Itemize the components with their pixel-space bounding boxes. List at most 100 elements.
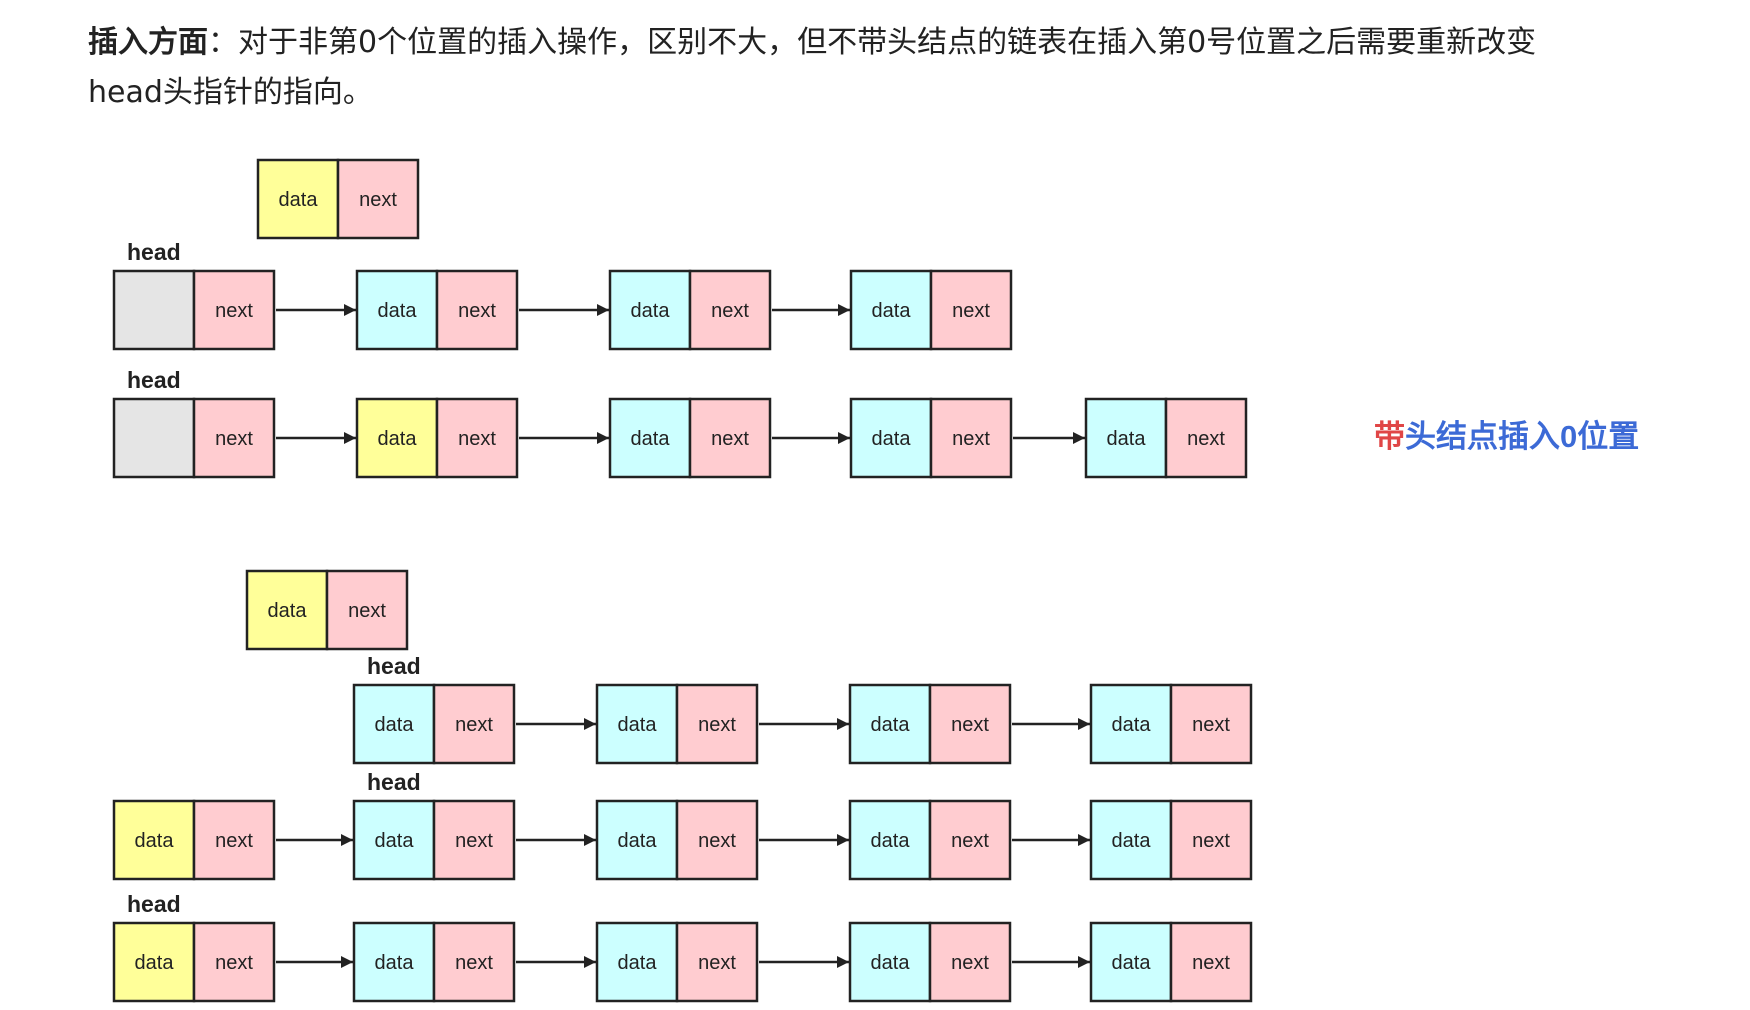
new-node-top: data next — [256, 158, 420, 240]
row-2-node-3: data next — [608, 397, 772, 479]
intro-paragraph: 插入方面：对于非第0个位置的插入操作，区别不大，但不带头结点的链表在插入第0号位… — [88, 18, 1688, 118]
next-cell — [675, 683, 759, 765]
data-label: data — [618, 952, 658, 974]
next-cell — [688, 269, 772, 351]
next-label: next — [1192, 830, 1230, 852]
next-cell — [336, 158, 420, 240]
data-cell — [352, 683, 436, 765]
next-cell — [929, 269, 1013, 351]
data-label: data — [1112, 714, 1152, 736]
data-cell — [595, 683, 679, 765]
next-cell — [928, 921, 1012, 1003]
data-label: data — [872, 300, 912, 322]
next-label: next — [952, 428, 990, 450]
data-label: data — [618, 830, 658, 852]
data-label: data — [872, 428, 912, 450]
paragraph-line-1: ：对于非第0个位置的插入操作，区别不大，但不带头结点的链表在插入第0号位置之后需… — [208, 25, 1537, 60]
next-label: next — [359, 189, 397, 211]
next-label: next — [1192, 952, 1230, 974]
data-label: data — [375, 952, 415, 974]
data-label: data — [375, 830, 415, 852]
next-label: next — [711, 428, 749, 450]
row-1-node-3: data next — [608, 269, 772, 351]
paragraph-bold-lead: 插入方面 — [88, 25, 208, 60]
next-cell — [1169, 799, 1253, 881]
data-cell — [608, 397, 692, 479]
data-cell — [112, 921, 196, 1003]
row-1-node-4: data next — [849, 269, 1013, 351]
head-label-row-1: head — [127, 239, 181, 265]
next-label: next — [1187, 428, 1225, 450]
next-cell — [192, 921, 276, 1003]
next-label: next — [458, 300, 496, 322]
row-1-node-2: data next — [355, 269, 519, 351]
data-label: data — [1107, 428, 1147, 450]
next-cell — [1169, 921, 1253, 1003]
row-2-node-1: next — [112, 397, 276, 479]
data-label: data — [375, 714, 415, 736]
next-cell — [1164, 397, 1248, 479]
data-cell — [848, 921, 932, 1003]
data-label: data — [378, 300, 418, 322]
next-cell — [675, 799, 759, 881]
next-label: next — [215, 428, 253, 450]
next-label: next — [698, 830, 736, 852]
row-5-node-3: data next — [595, 921, 759, 1003]
data-cell — [1089, 921, 1173, 1003]
data-label: data — [135, 830, 175, 852]
data-cell — [595, 799, 679, 881]
data-cell — [1084, 397, 1168, 479]
data-label: data — [268, 600, 308, 622]
next-label: next — [455, 714, 493, 736]
data-label: data — [1112, 952, 1152, 974]
next-cell — [928, 683, 1012, 765]
row-5-node-1: data next — [112, 921, 276, 1003]
data-label: data — [871, 830, 911, 852]
head-label-row-5: head — [127, 891, 181, 917]
next-label: next — [348, 600, 386, 622]
next-label: next — [951, 952, 989, 974]
row-5-node-5: data next — [1089, 921, 1253, 1003]
data-label: data — [135, 952, 175, 974]
next-label: next — [698, 714, 736, 736]
row-2-node-4: data next — [849, 397, 1013, 479]
row-3-node-2: data next — [595, 683, 759, 765]
next-cell — [435, 269, 519, 351]
next-label: next — [458, 428, 496, 450]
data-label: data — [618, 714, 658, 736]
next-cell — [435, 397, 519, 479]
row-1-node-1: next — [112, 269, 276, 351]
side-label-blue: 头结点插入0位置 — [1405, 419, 1639, 454]
data-label: data — [378, 428, 418, 450]
data-label: data — [631, 300, 671, 322]
next-cell — [432, 683, 516, 765]
next-cell — [1169, 683, 1253, 765]
data-label: data — [631, 428, 671, 450]
next-label: next — [951, 714, 989, 736]
next-label: next — [1192, 714, 1230, 736]
next-cell — [192, 799, 276, 881]
next-label: next — [698, 952, 736, 974]
next-cell — [432, 799, 516, 881]
data-cell — [595, 921, 679, 1003]
data-cell — [848, 683, 932, 765]
side-label-head-node-insert-0: 带头结点插入0位置 — [1374, 419, 1639, 454]
head-node-empty-cell — [112, 397, 196, 479]
row-2-node-2: data next — [355, 397, 519, 479]
data-label: data — [279, 189, 319, 211]
next-cell — [675, 921, 759, 1003]
head-label-row-4: head — [367, 769, 421, 795]
head-label-row-3: head — [367, 653, 421, 679]
next-label: next — [952, 300, 990, 322]
head-node-empty-cell — [112, 269, 196, 351]
next-label: next — [711, 300, 749, 322]
next-cell — [192, 269, 276, 351]
side-label-red: 带 — [1374, 419, 1405, 454]
next-cell — [929, 397, 1013, 479]
next-label: next — [215, 830, 253, 852]
next-label: next — [215, 952, 253, 974]
next-cell — [192, 397, 276, 479]
